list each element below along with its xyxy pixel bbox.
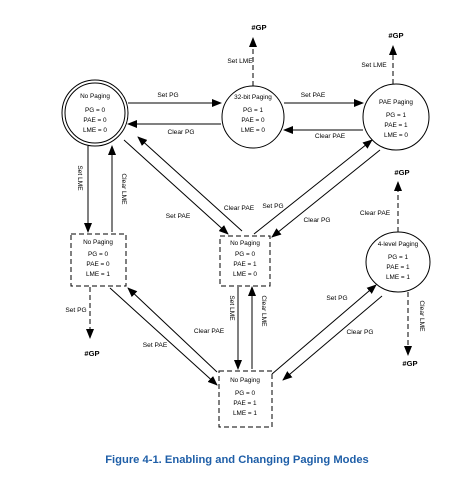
state-line: LME = 0	[384, 132, 408, 139]
state-line: PG = 0	[85, 107, 106, 114]
label-clear-pae-1: Clear PAE	[315, 133, 346, 140]
state-line: LME = 0	[233, 271, 257, 278]
gp-label: #GP	[388, 31, 403, 40]
state-line: PAE = 1	[384, 122, 408, 129]
label-set-lme-1: Set LME	[76, 165, 83, 191]
label-set-pg-1: Set PG	[157, 92, 178, 99]
state-line: LME = 1	[386, 274, 410, 281]
state-line: LME = 0	[83, 127, 107, 134]
state-line: PAE = 0	[86, 261, 110, 268]
gp-label: #GP	[394, 168, 409, 177]
state-title: No Paging	[230, 377, 260, 384]
arrow-set-pae-3	[109, 287, 218, 386]
label-set-pg-2: Set PG	[262, 203, 283, 210]
arrow-set-pg-4	[271, 284, 377, 375]
label-set-pae-3: Set PAE	[143, 342, 168, 349]
state-line: PG = 0	[88, 251, 109, 258]
arrow-set-pae-2	[123, 139, 229, 235]
state-no-paging-pae: No Paging PG = 0 PAE = 1 LME = 0	[219, 235, 271, 287]
state-line: PAE = 1	[233, 261, 257, 268]
state-line: PAE = 1	[233, 400, 257, 407]
label-set-lme-2: Set LME	[228, 295, 235, 321]
state-line: PG = 1	[388, 254, 409, 261]
arrow-clear-pae-3	[127, 287, 218, 373]
state-line: PG = 1	[243, 107, 264, 114]
arrow-set-pg-2	[253, 139, 373, 235]
state-32bit-paging: 32-bit Paging PG = 1 PAE = 0 LME = 0	[221, 85, 285, 149]
arrow-clear-pae-2	[137, 136, 243, 232]
state-title: No Paging	[80, 93, 110, 100]
state-line: PAE = 0	[83, 117, 107, 124]
label-set-pg-3: Set PG	[65, 307, 86, 314]
state-line: PG = 0	[235, 390, 256, 397]
label-clear-lme-2: Clear LME	[260, 295, 267, 327]
state-line: PAE = 1	[386, 264, 410, 271]
label-clear-pae-4: Clear PAE	[360, 210, 391, 217]
state-line: LME = 1	[86, 271, 110, 278]
state-line: PG = 1	[386, 112, 407, 119]
state-title: PAE Paging	[379, 99, 413, 106]
state-no-paging-initial: No Paging PG = 0 PAE = 0 LME = 0	[61, 79, 129, 147]
state-pae-paging: PAE Paging PG = 1 PAE = 1 LME = 0	[362, 83, 430, 151]
arrow-clear-pg-3	[282, 295, 383, 381]
state-title: No Paging	[230, 240, 260, 247]
label-clear-lme-1: Clear LME	[120, 173, 127, 205]
state-no-paging-pae-lme: No Paging PG = 0 PAE = 1 LME = 1	[218, 370, 273, 428]
state-title: 4-level Paging	[378, 241, 419, 248]
state-title: No Paging	[83, 239, 113, 246]
label-clear-pae-2: Clear PAE	[224, 205, 255, 212]
label-clear-pg-3: Clear PG	[346, 329, 373, 336]
label-clear-pg-2: Clear PG	[303, 217, 330, 224]
state-title: 32-bit Paging	[234, 94, 272, 101]
label-set-lme-up-2: Set LME	[361, 62, 387, 69]
state-line: PAE = 0	[241, 117, 265, 124]
label-set-pg-4: Set PG	[326, 295, 347, 302]
gp-label: #GP	[251, 23, 266, 32]
label-clear-pae-3: Clear PAE	[194, 328, 225, 335]
state-line: LME = 0	[241, 127, 265, 134]
figure-caption: Figure 4-1. Enabling and Changing Paging…	[105, 454, 369, 466]
state-4level-paging: 4-level Paging PG = 1 PAE = 1 LME = 1	[365, 231, 431, 293]
gp-label: #GP	[402, 359, 417, 368]
label-set-pae-2: Set PAE	[166, 213, 191, 220]
label-set-lme-up-1: Set LME	[227, 58, 253, 65]
label-clear-lme-3: Clear LME	[418, 300, 425, 332]
arrow-clear-pg-2	[271, 149, 381, 238]
state-no-paging-lme: No Paging PG = 0 PAE = 0 LME = 1	[70, 233, 127, 287]
label-clear-pg-1: Clear PG	[167, 129, 194, 136]
state-line: PG = 0	[235, 251, 256, 258]
state-line: LME = 1	[233, 410, 257, 417]
label-set-pae-1: Set PAE	[301, 92, 326, 99]
gp-label: #GP	[84, 349, 99, 358]
